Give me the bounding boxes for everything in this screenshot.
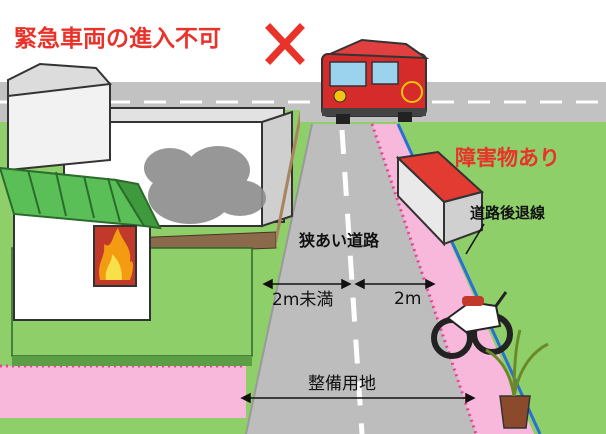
title: 緊急車両の進入不可 [14, 26, 221, 52]
narrow-road [246, 124, 476, 434]
leader-line [465, 223, 485, 255]
fire-icon [99, 228, 133, 280]
road-setback-label: 道路後退線 [470, 204, 546, 222]
potted-plant-icon [485, 329, 549, 429]
width-2m-label: 2m [394, 289, 422, 309]
maintenance-land-label: 整備用地 [308, 374, 376, 394]
smoke [144, 146, 266, 224]
setback-strip-left [0, 366, 246, 418]
narrow-road-label: 狭あい道路 [299, 231, 380, 250]
obstacle-block [395, 150, 485, 247]
motorcycle-icon [431, 291, 513, 359]
cross-mark-icon [265, 23, 305, 65]
fire-engine-icon [321, 38, 430, 124]
width-under-label: 2m未満 [272, 290, 334, 310]
obstacle-label: 障害物あり [455, 146, 560, 170]
